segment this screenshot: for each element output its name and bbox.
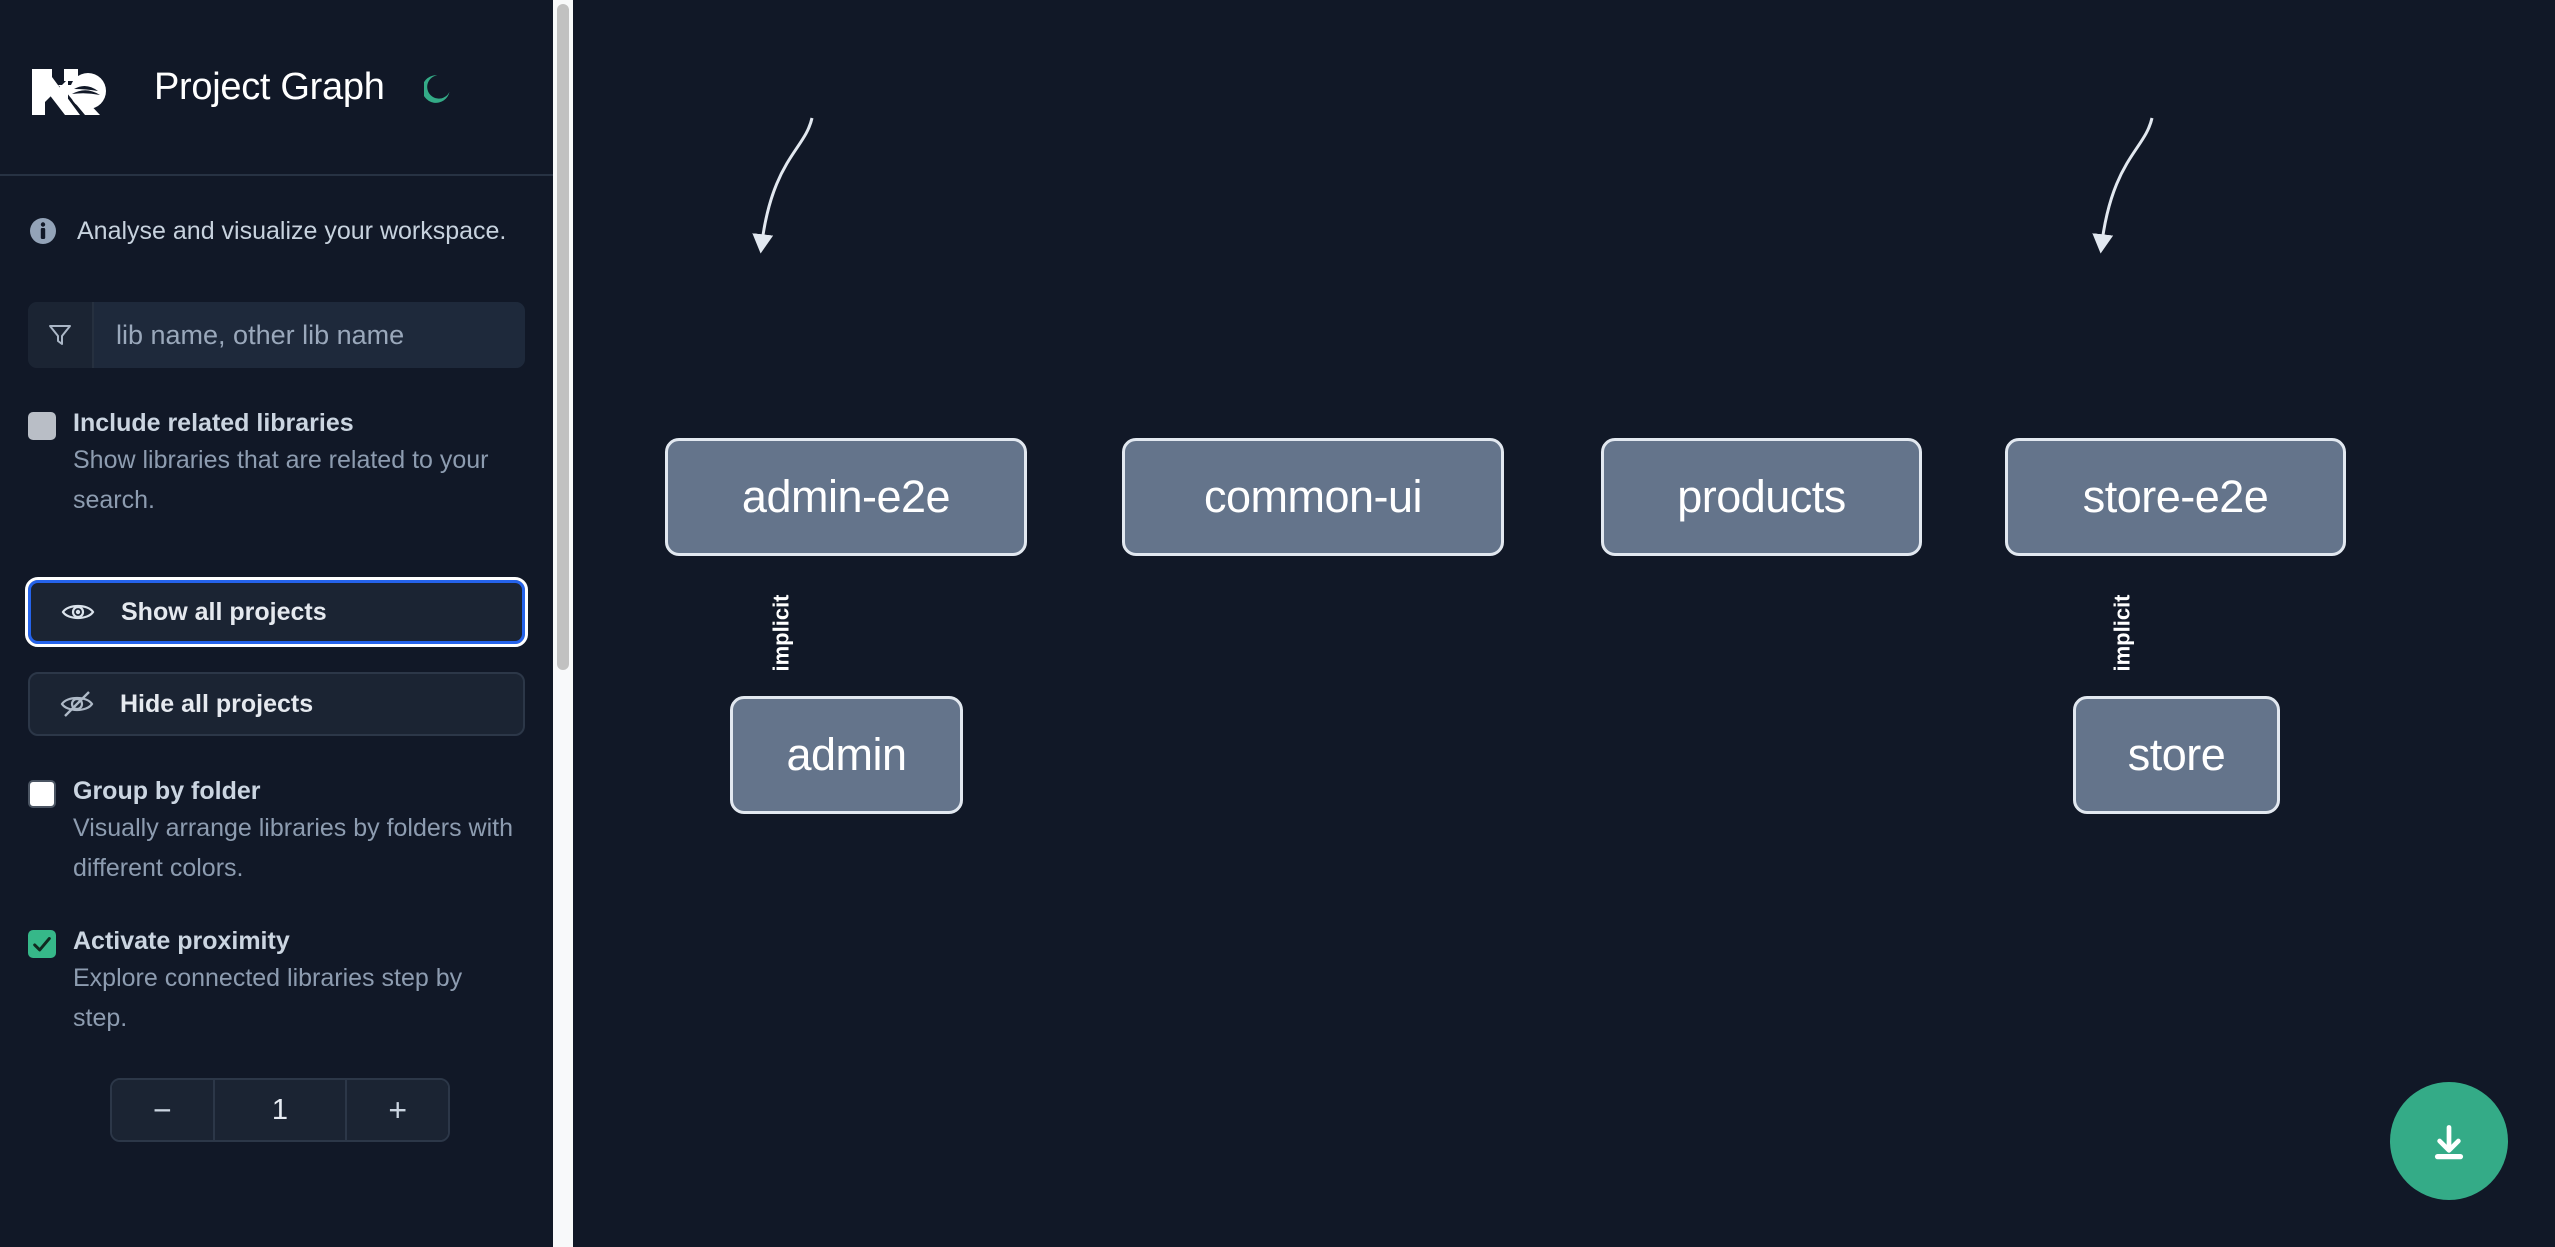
proximity-decrement-button[interactable]: − (112, 1080, 213, 1140)
hide-all-projects-button[interactable]: Hide all projects (28, 672, 525, 736)
search-input[interactable] (94, 302, 525, 368)
sidebar-header: Project Graph (0, 0, 553, 176)
proximity-value: 1 (212, 1080, 348, 1140)
group-by-folder-label: Group by folder (73, 777, 261, 805)
info-icon (28, 216, 58, 246)
graph-edges (752, 117, 2154, 254)
graph-node-label: store (2127, 729, 2226, 780)
group-by-folder-description: Visually arrange libraries by folders wi… (73, 814, 514, 882)
option-activate-proximity[interactable]: Activate proximity Explore connected lib… (0, 924, 553, 1038)
option-include-related-libraries[interactable]: Include related libraries Show libraries… (0, 406, 553, 520)
graph-node-common-ui[interactable]: common-ui (1122, 438, 1504, 556)
graph-node-store-e2e[interactable]: store-e2e (2005, 438, 2346, 556)
graph-node-admin[interactable]: admin (730, 696, 963, 814)
graph-node-store[interactable]: store (2073, 696, 2280, 814)
activate-proximity-label: Activate proximity (73, 927, 290, 955)
sidebar-body: Analyse and visualize your workspace. In… (0, 176, 553, 1142)
tagline: Analyse and visualize your workspace. (0, 176, 553, 246)
graph-node-label: admin-e2e (741, 471, 951, 522)
hide-all-projects-label: Hide all projects (120, 689, 314, 718)
proximity-stepper[interactable]: − 1 + (110, 1078, 450, 1142)
graph-node-products[interactable]: products (1601, 438, 1922, 556)
include-related-libraries-checkbox[interactable] (28, 412, 56, 440)
include-related-libraries-description: Show libraries that are related to your … (73, 446, 489, 514)
eye-icon (61, 595, 95, 629)
include-related-libraries-label: Include related libraries (73, 409, 354, 437)
download-button[interactable] (2390, 1082, 2508, 1200)
moon-icon[interactable] (419, 65, 463, 109)
option-group-by-folder[interactable]: Group by folder Visually arrange librari… (0, 774, 553, 888)
sidebar: Project Graph Analyse and visualize your… (0, 0, 553, 1247)
download-icon (2434, 1125, 2464, 1160)
activate-proximity-checkbox[interactable] (28, 930, 56, 958)
sidebar-scrollbar-thumb[interactable] (557, 4, 569, 670)
eye-slash-icon (60, 687, 94, 721)
graph-node-label: common-ui (1203, 471, 1423, 522)
app-title: Project Graph (154, 65, 385, 108)
activate-proximity-description: Explore connected libraries step by step… (73, 964, 463, 1032)
show-all-projects-button[interactable]: Show all projects (25, 577, 528, 647)
nx-logo-icon (28, 57, 114, 117)
graph-node-admin-e2e[interactable]: admin-e2e (665, 438, 1027, 556)
search-filter[interactable] (28, 302, 525, 368)
graph-node-label: products (1677, 471, 1846, 522)
graph-canvas[interactable]: admin-e2e common-ui products store-e2e a… (553, 0, 2555, 1247)
show-all-projects-label: Show all projects (121, 597, 327, 626)
filter-funnel-icon (28, 302, 94, 368)
tagline-text: Analyse and visualize your workspace. (77, 216, 507, 245)
checkmark-icon (33, 937, 51, 952)
proximity-increment-button[interactable]: + (347, 1080, 448, 1140)
group-by-folder-checkbox[interactable] (28, 780, 56, 808)
graph-node-label: store-e2e (2082, 471, 2269, 522)
graph-node-label: admin (786, 729, 907, 780)
